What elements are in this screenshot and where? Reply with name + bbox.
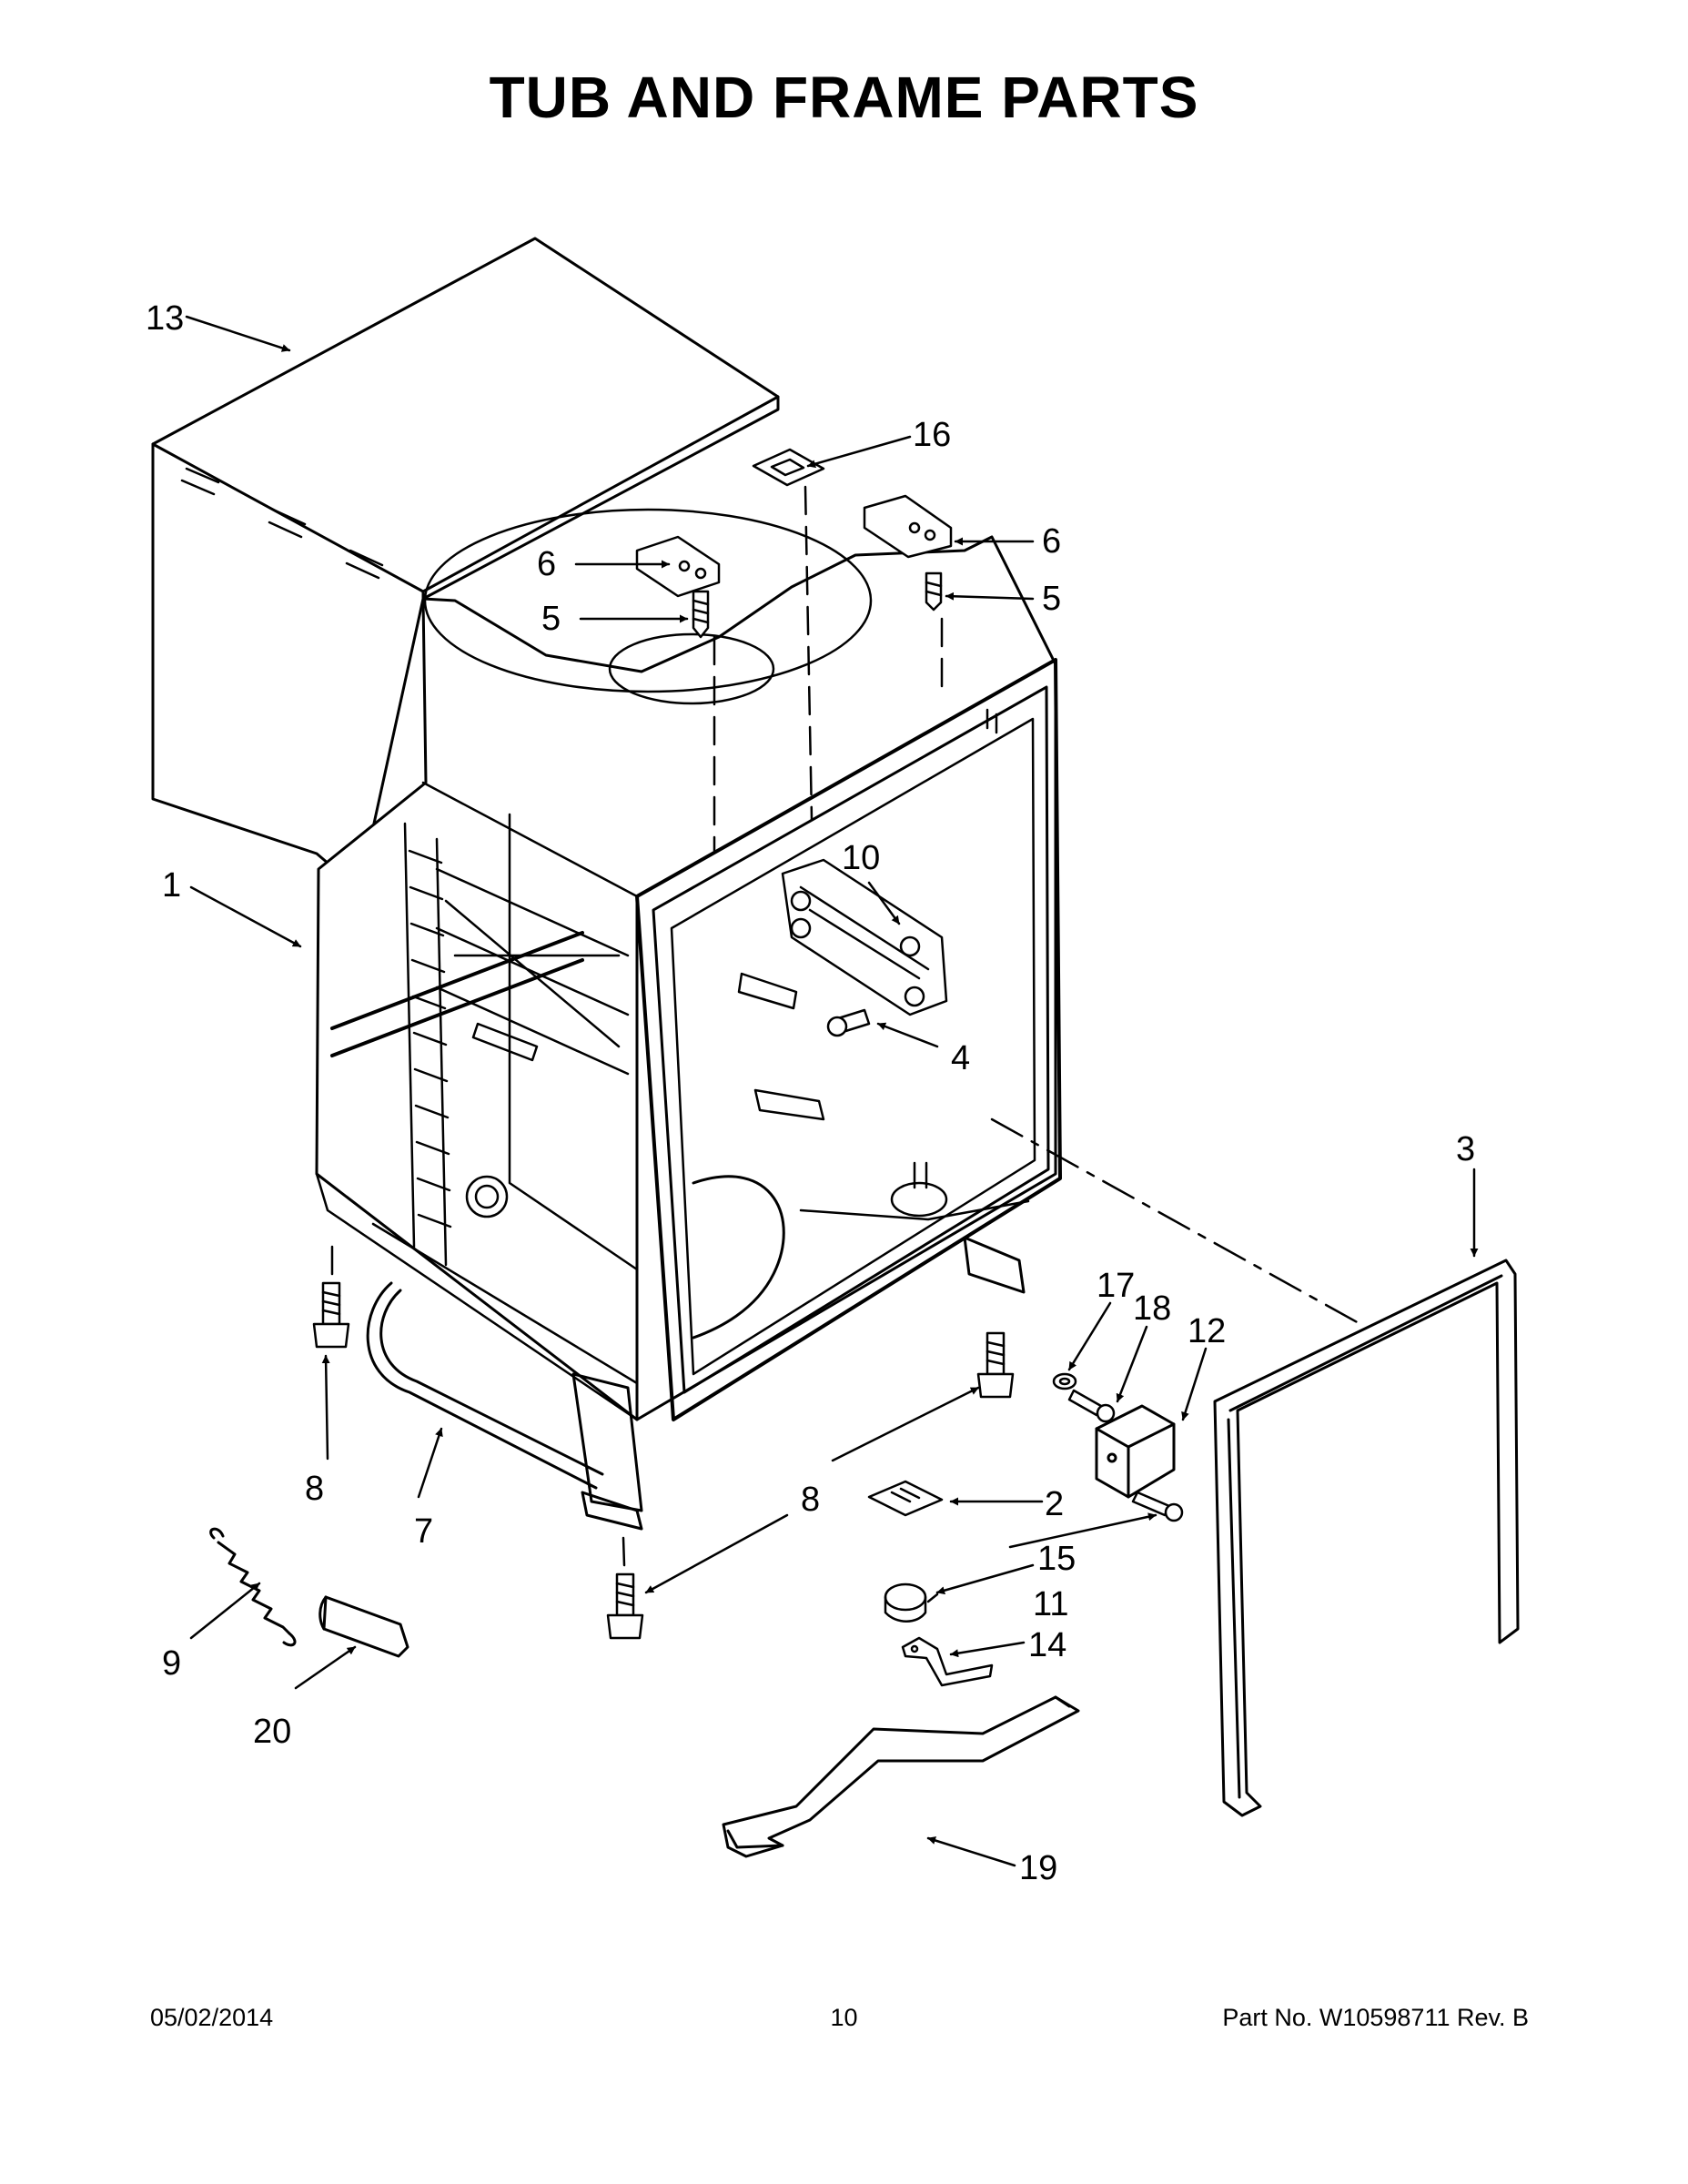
callout-20: 20 — [253, 1713, 291, 1751]
front-mounting-brackets — [571, 1236, 1026, 1531]
side-screw-part — [1131, 1491, 1184, 1522]
foot-pad-part — [318, 1595, 409, 1658]
mounting-screw-left — [692, 590, 710, 639]
footer-page-number: 10 — [830, 2004, 858, 2031]
callout-13: 13 — [146, 299, 184, 338]
page-title: TUB AND FRAME PARTS — [489, 65, 1199, 130]
small-pad-part — [867, 1480, 944, 1517]
top-clip-part — [752, 448, 825, 487]
tub-side-truss — [315, 822, 639, 1421]
drain-hose-part — [366, 1281, 604, 1490]
callout-10: 10 — [842, 839, 880, 877]
base-panel-part — [722, 1695, 1080, 1858]
callout-labels: 13 16 6 6 5 5 1 10 4 3 17 18 12 8 8 7 2 … — [146, 299, 1475, 1887]
callout-3: 3 — [1456, 1130, 1475, 1168]
plate-screw-part — [826, 1008, 871, 1037]
callout-7: 7 — [414, 1512, 433, 1551]
callout-8-right: 8 — [801, 1481, 820, 1519]
leader-lines — [185, 315, 1479, 1867]
callout-5-left: 5 — [541, 600, 561, 638]
mounting-bracket-left — [635, 535, 721, 598]
washer-part — [1052, 1372, 1077, 1390]
callout-4: 4 — [951, 1039, 970, 1077]
bracket-screw-part — [1067, 1389, 1116, 1423]
footer-date: 05/02/2014 — [150, 2004, 274, 2031]
callout-12: 12 — [1188, 1312, 1226, 1350]
callout-17: 17 — [1097, 1267, 1135, 1305]
mounting-plate-part — [781, 858, 948, 1016]
sensor-bracket-part — [901, 1636, 994, 1687]
callout-1: 1 — [162, 866, 181, 905]
tub-assembly-part — [315, 508, 1062, 1421]
sensor-part — [884, 1582, 939, 1623]
assembly-guide-lines — [330, 485, 944, 1567]
leveling-leg-part-bottom — [606, 1572, 644, 1640]
callout-2: 2 — [1045, 1485, 1064, 1523]
insulation-blanket-part — [151, 237, 780, 892]
side-bracket-part — [1095, 1404, 1176, 1499]
mounting-bracket-right — [863, 494, 953, 559]
callout-11: 11 — [1033, 1585, 1068, 1623]
callout-5-right: 5 — [1042, 580, 1061, 618]
callout-14: 14 — [1028, 1626, 1066, 1664]
callout-8-left: 8 — [305, 1470, 324, 1508]
callout-18: 18 — [1133, 1289, 1171, 1328]
callout-6-right: 6 — [1042, 522, 1061, 561]
door-gasket-part — [1213, 1259, 1520, 1817]
callout-15: 15 — [1037, 1540, 1076, 1578]
leveling-leg-part-left — [312, 1281, 350, 1349]
mounting-screw-right — [925, 571, 943, 612]
door-spring-part — [209, 1527, 297, 1647]
callout-6-left: 6 — [537, 545, 556, 583]
gasket-alignment-line — [990, 1117, 1362, 1326]
callout-19: 19 — [1019, 1849, 1057, 1887]
leveling-leg-part-middle — [976, 1331, 1015, 1399]
callout-16: 16 — [913, 416, 951, 454]
footer-part-number: Part No. W10598711 Rev. B — [1222, 2004, 1529, 2031]
callout-9: 9 — [162, 1644, 181, 1683]
